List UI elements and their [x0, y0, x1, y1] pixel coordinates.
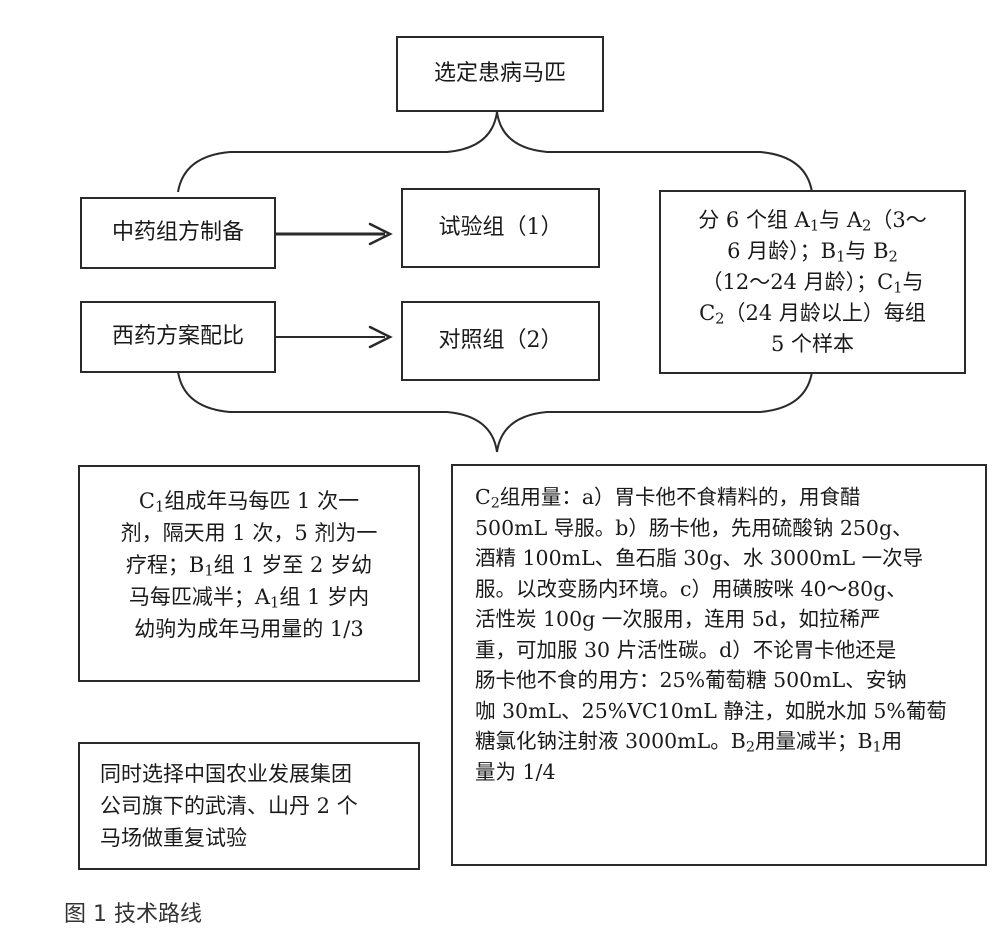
dosage-left-line: C1组成年马每匹 1 次一	[121, 485, 378, 517]
subscript: 1	[872, 739, 882, 756]
subscript: 1	[809, 217, 820, 235]
text-run: 与 B	[845, 238, 889, 263]
top-brace	[177, 111, 498, 193]
text-run: 肠卡他不食的用方：25%葡萄糖 500mL、安钠	[475, 668, 907, 692]
text-run: 组用量：a）胃卡他不食精料的，用食醋	[499, 485, 861, 509]
subscript: 1	[893, 279, 903, 297]
text-run: 组成年马每匹 1 次一	[164, 489, 360, 513]
dosage-right-line: 咖 30mL、25%VC10mL 静注，如脱水加 5%葡萄	[475, 696, 985, 727]
bottom-brace	[177, 371, 498, 453]
text-run: 500mL 导服。b）肠卡他，先用硫酸钠 250g、	[475, 515, 913, 540]
dosage-left-line: 疗程；B1组 1 岁至 2 岁幼	[121, 549, 378, 581]
text-run: C	[138, 489, 155, 513]
text-run: （24 月龄以上）每组	[724, 300, 926, 325]
select-horses-box: 选定患病马匹	[396, 36, 604, 112]
test-group-label: 试验组（1）	[438, 215, 563, 240]
dosage-right-line: 糖氯化钠注射液 3000mL。B2用量减半；B1用	[475, 726, 985, 757]
subscript: 1	[155, 498, 165, 516]
wm-ratio-label: 西药方案配比	[111, 324, 244, 349]
subscript: 1	[270, 594, 280, 612]
control-group-label: 对照组（2）	[438, 328, 563, 353]
groups-line: 5 个样本	[698, 329, 927, 360]
dosage-right-line: 500mL 导服。b）肠卡他，先用硫酸钠 250g、	[475, 513, 985, 544]
text-run: （3～	[871, 207, 927, 232]
text-run: 重，可加服 30 片活性碳。d）不论胃卡他还是	[475, 637, 897, 662]
text-run: 6 月龄）；B	[727, 238, 837, 263]
text-run: 组 1 岁内	[279, 585, 370, 609]
text-run: C	[475, 485, 491, 509]
repeat-note-line: 同时选择中国农业发展集团	[100, 762, 352, 786]
test-group-box: 试验组（1）	[401, 188, 600, 268]
text-run: 用量减半；B	[754, 729, 873, 753]
dosage-right-line: 酒精 100mL、鱼石脂 30g、水 3000mL 一次导	[475, 543, 985, 574]
top-brace-right	[496, 111, 813, 193]
groups-line: （12～24 月龄）；C1与	[698, 267, 927, 298]
text-run: 糖氯化钠注射液 3000mL。B	[475, 729, 746, 753]
groups-line: 6 月龄）；B1与 B2	[698, 236, 927, 267]
dosage-left-text: C1组成年马每匹 1 次一剂，隔天用 1 次，5 剂为一疗程；B1组 1 岁至 …	[121, 485, 378, 645]
subscript: 2	[490, 495, 500, 512]
tcm-prep-label: 中药组方制备	[111, 220, 244, 245]
groups-box: 分 6 个组 A1与 A2（3～6 月龄）；B1与 B2（12～24 月龄）；C…	[659, 190, 966, 374]
repeat-note-text: 同时选择中国农业发展集团公司旗下的武清、山丹 2 个马场做重复试验	[100, 758, 418, 854]
subscript: 2	[862, 217, 872, 235]
dosage-right-line: C2组用量：a）胃卡他不食精料的，用食醋	[475, 482, 985, 513]
arrow-head-tcm	[368, 222, 393, 246]
repeat-note-line: 马场做重复试验	[100, 826, 247, 850]
groups-line: C2（24 月龄以上）每组	[698, 298, 927, 329]
dosage-right-line: 肠卡他不食的用方：25%葡萄糖 500mL、安钠	[475, 665, 985, 696]
subscript: 2	[745, 739, 755, 756]
text-run: 量为 1/4	[475, 759, 556, 784]
dosage-right-line: 活性炭 100g 一次服用，连用 5d，如拉稀严	[475, 604, 985, 635]
text-run: C	[699, 300, 716, 325]
text-run: 幼驹为成年马用量的 1/3	[134, 617, 364, 641]
text-run: 咖 30mL、25%VC10mL 静注，如脱水加 5%葡萄	[475, 698, 947, 723]
subscript: 1	[204, 562, 214, 580]
text-run: 组 1 岁至 2 岁幼	[213, 553, 373, 577]
figure-caption: 图 1 技术路线	[64, 902, 202, 927]
select-horses-label: 选定患病马匹	[433, 61, 566, 86]
dosage-right-line: 量为 1/4	[475, 757, 985, 788]
text-run: 活性炭 100g 一次服用，连用 5d，如拉稀严	[475, 607, 881, 631]
text-run: 马每匹减半；A	[128, 585, 271, 609]
control-group-box: 对照组（2）	[401, 301, 600, 381]
text-run: 服。以改变肠内环境。c）用磺胺咪 40～80g、	[475, 576, 907, 601]
subscript: 2	[888, 248, 898, 266]
text-run: （12～24 月龄）；C	[701, 269, 894, 294]
bottom-brace-right	[496, 371, 813, 453]
text-run: 用	[881, 729, 903, 753]
text-run: 与	[902, 269, 924, 294]
dosage-right-line: 重，可加服 30 片活性碳。d）不论胃卡他还是	[475, 635, 985, 666]
wm-ratio-box: 西药方案配比	[80, 301, 276, 373]
text-run: 与 A	[819, 207, 863, 232]
dosage-left-line: 剂，隔天用 1 次，5 剂为一	[121, 517, 378, 549]
subscript: 2	[715, 310, 725, 328]
dosage-left-line: 幼驹为成年马用量的 1/3	[121, 613, 378, 645]
groups-line: 分 6 个组 A1与 A2（3～	[698, 205, 927, 236]
dosage-left-box: C1组成年马每匹 1 次一剂，隔天用 1 次，5 剂为一疗程；B1组 1 岁至 …	[78, 465, 420, 682]
text-run: 分 6 个组 A	[698, 207, 810, 232]
dosage-right-line: 服。以改变肠内环境。c）用磺胺咪 40～80g、	[475, 574, 985, 605]
repeat-note-line: 公司旗下的武清、山丹 2 个	[100, 794, 358, 818]
text-run: 疗程；B	[125, 553, 205, 577]
repeat-note-box: 同时选择中国农业发展集团公司旗下的武清、山丹 2 个马场做重复试验	[78, 742, 420, 870]
text-run: 酒精 100mL、鱼石脂 30g、水 3000mL 一次导	[475, 546, 924, 570]
text-run: 5 个样本	[770, 331, 855, 356]
dosage-left-line: 马每匹减半；A1组 1 岁内	[121, 581, 378, 613]
groups-text: 分 6 个组 A1与 A2（3～6 月龄）；B1与 B2（12～24 月龄）；C…	[698, 205, 927, 360]
text-run: 剂，隔天用 1 次，5 剂为一	[120, 521, 378, 545]
arrow-head-wm	[368, 325, 393, 349]
tcm-prep-box: 中药组方制备	[80, 197, 276, 269]
subscript: 1	[836, 248, 846, 266]
